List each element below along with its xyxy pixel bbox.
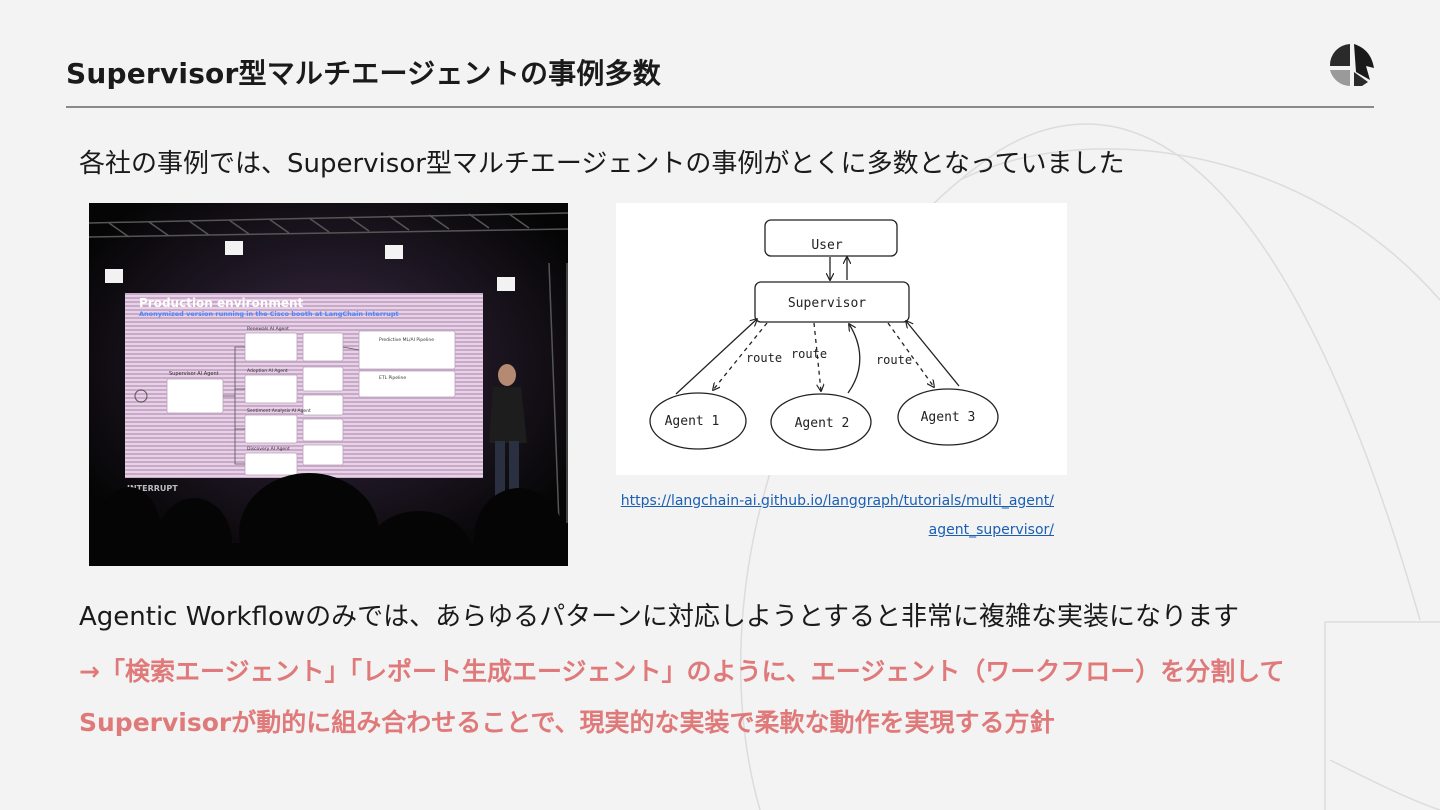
- agent-3-label: Agent 3: [921, 410, 976, 425]
- agent-2-label: Agent 2: [795, 416, 850, 431]
- agent-1-node: [649, 392, 747, 450]
- photo-slide-title: Production environment: [139, 296, 304, 310]
- company-logo-icon: [1329, 44, 1374, 86]
- photo-agent-label: Sentiment Analysis AI Agent: [247, 408, 311, 414]
- route-label: route: [746, 351, 782, 365]
- supervisor-node-label: Supervisor: [788, 296, 866, 311]
- supervisor-diagram: User Supervisor Agent 1 Agent 2 Agent 3 …: [616, 203, 1067, 475]
- body-text: Agentic Workflowのみでは、あらゆるパターンに対応しようとすると非…: [79, 602, 1240, 632]
- photo-footer-label: INTERRUPT: [127, 484, 178, 493]
- agent-2-node: [770, 393, 872, 451]
- photo-slide-subtitle: Anonymized version running in the Cisco …: [139, 310, 399, 318]
- conference-photo-drawing: Production environment Anonymized versio…: [89, 203, 568, 566]
- route-label: route: [791, 347, 827, 361]
- supervisor-diagram-drawing: User Supervisor Agent 1 Agent 2 Agent 3 …: [649, 219, 999, 451]
- title-divider: [66, 106, 1374, 108]
- agent-3-node: [897, 388, 999, 446]
- user-node-label: User: [811, 238, 842, 253]
- source-link[interactable]: https://langchain-ai.github.io/langgraph…: [620, 493, 1054, 538]
- photo-agent-label: Renewals AI Agent: [247, 326, 289, 332]
- user-node: [764, 219, 898, 257]
- agent-1-label: Agent 1: [665, 414, 720, 429]
- page-title: Supervisor型マルチエージェントの事例多数: [66, 57, 661, 90]
- route-label: route: [876, 353, 912, 367]
- photo-pipeline-label: Predictive ML/AI Pipeline: [379, 337, 434, 343]
- subtitle-text: 各社の事例では、Supervisor型マルチエージェントの事例がとくに多数となっ…: [79, 149, 1125, 179]
- photo-supervisor-box-label: Supervisor AI Agent: [169, 371, 219, 377]
- photo-agent-label: Adoption AI Agent: [247, 368, 288, 374]
- photo-agent-label: Discovery AI Agent: [247, 446, 290, 452]
- conference-photo: Production environment Anonymized versio…: [89, 203, 568, 566]
- supervisor-node: [754, 281, 910, 323]
- emphasis-text: →「検索エージェント」「レポート生成エージェント」のように、エージェント（ワーク…: [79, 657, 1285, 737]
- photo-etl-label: ETL Pipeline: [379, 375, 406, 381]
